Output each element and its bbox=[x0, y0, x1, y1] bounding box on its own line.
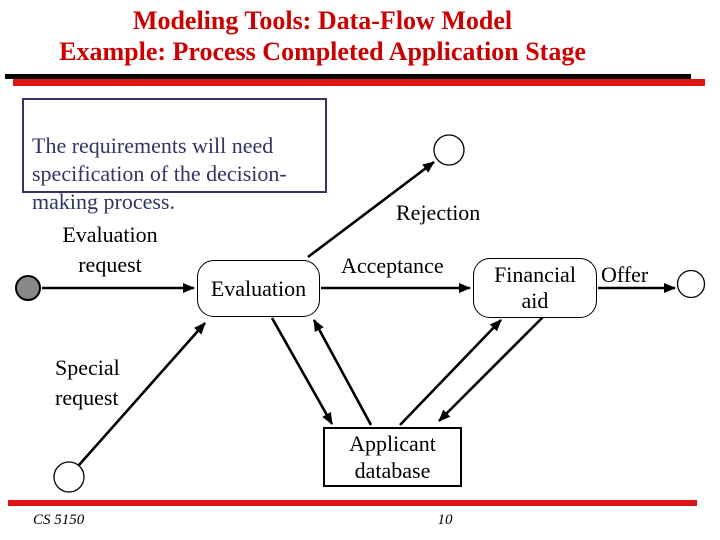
arrow-special-request bbox=[78, 322, 206, 466]
process-evaluation: Evaluation bbox=[197, 260, 320, 317]
footer-divider-red-bar bbox=[8, 500, 697, 506]
flow-label-evaluation-request: Evaluation request bbox=[62, 222, 158, 277]
process-financial-aid: Financial aid bbox=[473, 258, 597, 318]
start-node-circle bbox=[15, 275, 41, 301]
rejection-terminator-circle bbox=[433, 134, 465, 166]
title-line-1: Modeling Tools: Data-Flow Model bbox=[132, 6, 513, 35]
footer-course: CS 5150 bbox=[33, 512, 85, 528]
title-divider-black-bar bbox=[5, 74, 691, 79]
flow-label-offer: Offer bbox=[601, 262, 649, 287]
arrow-database-to-evaluation bbox=[312, 319, 373, 426]
flow-label-special-request: Special request bbox=[55, 355, 120, 410]
data-store-applicant-database: Applicant database bbox=[323, 427, 462, 487]
process-evaluation-label: Evaluation bbox=[210, 275, 307, 301]
arrow-database-to-financial-aid bbox=[399, 319, 502, 426]
data-store-label: Applicant database bbox=[349, 431, 436, 483]
process-financial-aid-label: Financial aid bbox=[494, 262, 576, 313]
note-box: The requirements will need specification… bbox=[22, 98, 327, 214]
special-request-source-circle bbox=[53, 461, 85, 493]
offer-terminator-circle bbox=[676, 269, 706, 299]
flow-label-rejection: Rejection bbox=[396, 200, 481, 225]
slide-title: Modeling Tools: Data-Flow Model Example:… bbox=[0, 5, 645, 67]
title-line-2: Example: Process Completed Application S… bbox=[59, 37, 586, 66]
arrow-evaluation-to-database bbox=[270, 317, 334, 425]
flow-label-acceptance: Acceptance bbox=[341, 253, 444, 278]
footer-page-number: 10 bbox=[437, 512, 453, 528]
note-text: The requirements will need specification… bbox=[32, 133, 287, 214]
title-divider-red-bar bbox=[13, 79, 705, 86]
arrow-rejection bbox=[307, 160, 435, 259]
arrow-financial-aid-to-database bbox=[438, 316, 544, 422]
